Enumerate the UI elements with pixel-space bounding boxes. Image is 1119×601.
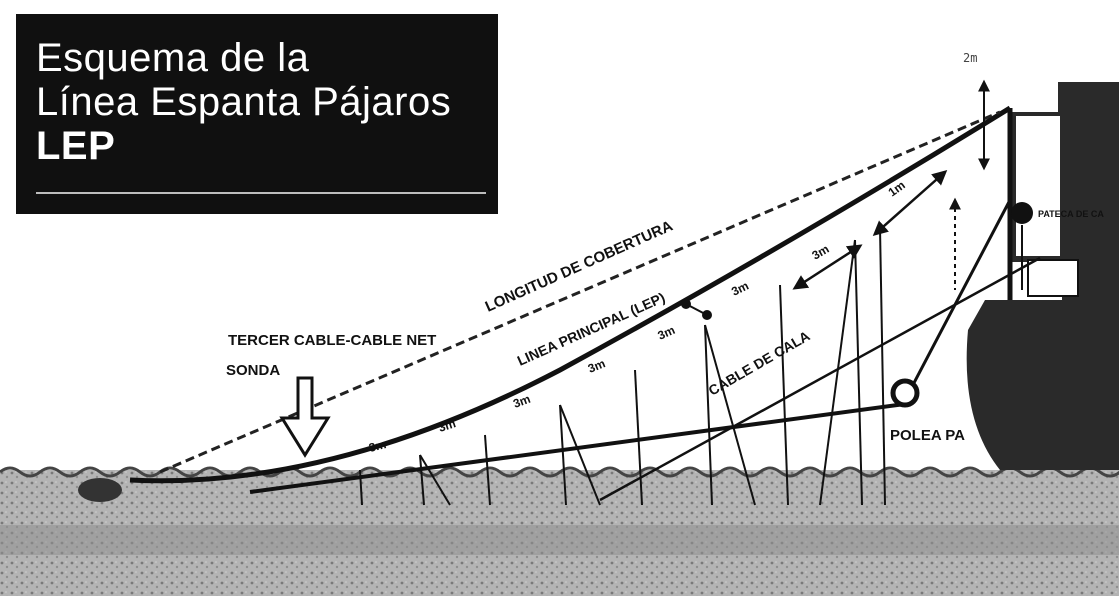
title-line-2: Línea Espanta Pájaros	[36, 80, 452, 124]
spacing-label: 3m	[511, 392, 532, 411]
spacing-label: 3m	[729, 279, 751, 299]
ship-hull	[966, 82, 1119, 470]
spacing-label: 3m	[810, 242, 832, 263]
pulley-support	[903, 199, 1012, 401]
coverage-dashed-line	[159, 110, 1001, 474]
main-line-lep	[129, 105, 1012, 484]
title-line-1: Esquema de la	[36, 36, 310, 80]
title-divider	[36, 192, 486, 194]
label-linea-principal: LINEA PRINCIPAL (LEP)	[515, 289, 668, 369]
pateca-icon	[1011, 202, 1033, 224]
sonda-down-arrow-icon	[279, 376, 331, 458]
label-sonda: SONDA	[226, 362, 280, 379]
streamers	[359, 227, 886, 506]
label-pateca: PATECA DE CA	[1038, 209, 1104, 219]
title-panel: Esquema de la Línea Espanta Pájaros LEP	[16, 14, 498, 214]
label-cable-de-cala: CABLE DE CALA	[706, 328, 813, 399]
sea-surface	[0, 466, 1119, 596]
label-tercer-cable: TERCER CABLE-CABLE NET	[228, 332, 436, 349]
title-line-3: LEP	[36, 124, 116, 168]
spacing-arrow-1m	[872, 170, 948, 236]
spacing-arrow-3m	[792, 244, 863, 290]
cable-de-cala	[599, 256, 1041, 502]
spacing-label: 3m	[367, 437, 387, 455]
spacing-label: 3m	[656, 323, 678, 343]
spacing-label: 3m	[437, 416, 458, 435]
label-2m: 2m	[963, 51, 977, 65]
spacing-label: 3m	[586, 356, 607, 375]
pulley-icon	[890, 378, 920, 408]
towed-device	[78, 478, 122, 502]
label-polea: POLEA PA	[890, 427, 965, 444]
marker-link	[685, 303, 708, 316]
